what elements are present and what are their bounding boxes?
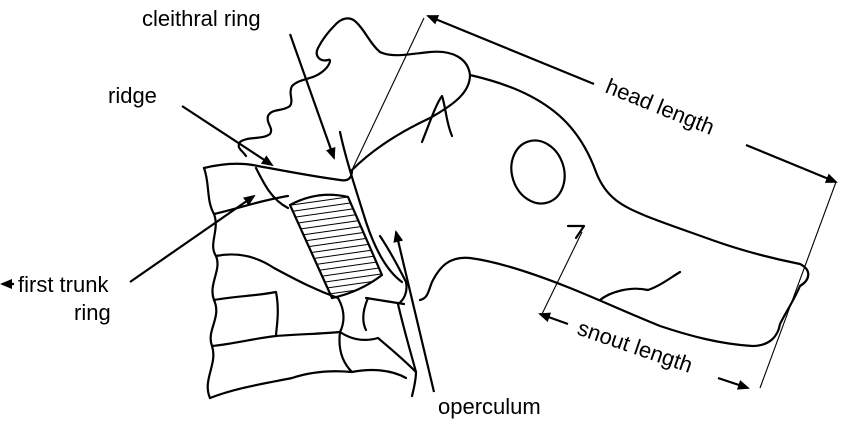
label-first-trunk-ring-line1: first trunk: [18, 272, 109, 297]
first-trunk-ring-arrow: [130, 196, 254, 282]
head-length-guide-left: [352, 18, 424, 170]
operculum-outline: [380, 236, 407, 304]
head-length-guide-right: [760, 182, 836, 388]
label-head-length: head length: [602, 73, 718, 139]
cleithral-ring-arrow: [290, 34, 334, 158]
head-length-arrow-left: [428, 16, 594, 84]
label-operculum: operculum: [438, 394, 541, 419]
head-outline: [239, 18, 470, 170]
snout-length-arrow-right: [718, 378, 748, 388]
label-snout-length: snout length: [574, 315, 695, 378]
lower-body-outline: [398, 304, 416, 396]
snout-length-arrow-left: [540, 314, 568, 324]
neck-front-outline: [204, 168, 218, 398]
label-ridge: ridge: [108, 83, 157, 108]
label-first-trunk-ring-line2: ring: [74, 300, 111, 325]
head-length-arrow-right: [746, 145, 836, 182]
throat-outline: [600, 272, 680, 300]
snout-length-guide-left: [542, 232, 582, 314]
eye: [503, 134, 572, 211]
label-cleithral-ring: cleithral ring: [142, 6, 261, 31]
ridge-line: [204, 164, 352, 181]
ridge-arrow: [182, 106, 272, 165]
